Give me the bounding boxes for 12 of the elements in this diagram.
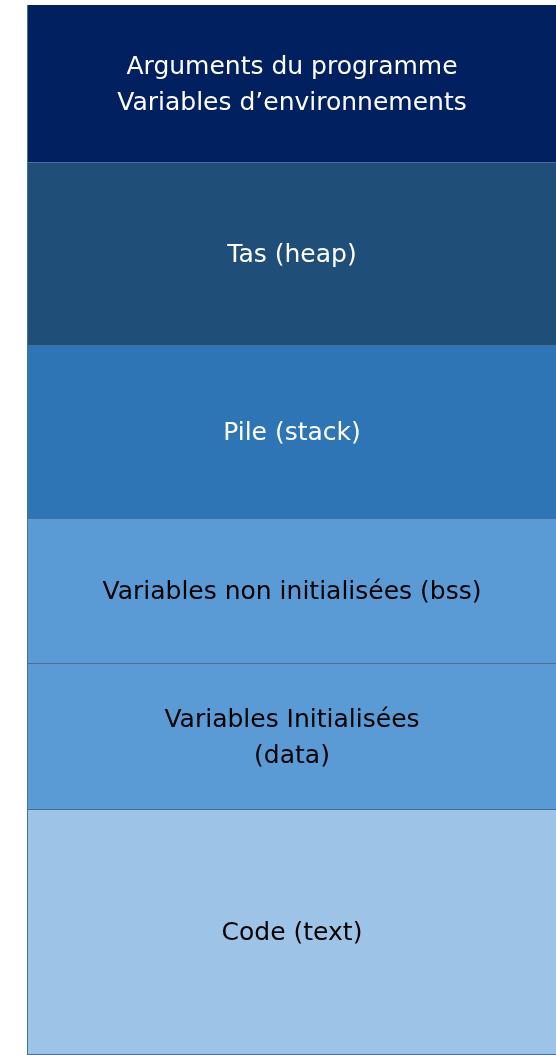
segment-label: Arguments du programme Variables d’environnements [116, 49, 468, 118]
segment-label: Variables non initialisées (bss) [102, 575, 482, 607]
memory-segment [27, 346, 556, 519]
memory-segment [27, 163, 556, 346]
memory-segment [27, 519, 556, 664]
segment-label: Pile (stack) [223, 416, 361, 448]
memory-segment [27, 5, 556, 163]
segment-label: Tas (heap) [227, 238, 357, 270]
memory-segment [27, 810, 556, 1055]
segment-label: Variables Initialisées (data) [163, 702, 421, 771]
segment-label: Code (text) [221, 916, 363, 948]
memory-segment [27, 664, 556, 810]
